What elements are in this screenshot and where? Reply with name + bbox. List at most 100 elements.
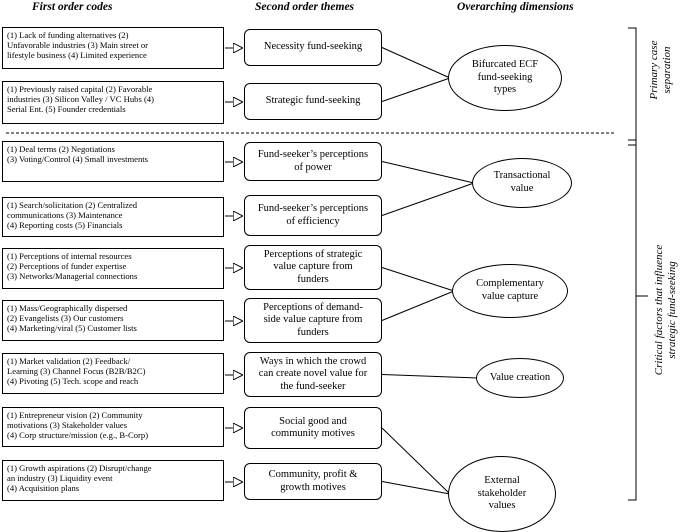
code-line: lifestyle business (4) Limited experienc…: [7, 50, 147, 61]
code-line: (4) Pivoting (5) Tech. scope and reach: [7, 376, 139, 387]
dimension-line: types: [493, 84, 517, 96]
theme-to-dimension-link: [381, 161, 475, 184]
code-line: Serial Ent. (5) Founder credentials: [7, 104, 126, 115]
theme-line: Necessity fund-seeking: [263, 41, 363, 53]
code-line: (1) Entrepreneur vision (2) Community: [7, 410, 143, 420]
first-order-code-box: (1) Mass/Geographically dispersed(2) Eva…: [2, 300, 224, 341]
side-label-primary: Primary case separation: [648, 41, 674, 100]
code-line: (1) Lack of funding alternatives (2): [7, 30, 129, 40]
overarching-dimension-ellipse: Value creation: [476, 358, 564, 398]
code-line: (4) Marketing/viral (5) Customer lists: [7, 323, 137, 334]
code-line: (1) Search/solicitation (2) Centralized: [7, 200, 138, 210]
theme-line: side value capture from: [263, 314, 363, 326]
theme-line: Strategic fund-seeking: [265, 95, 361, 107]
side-label-critical: Critical factors that influence strategi…: [653, 245, 679, 375]
dimension-line: External: [484, 475, 520, 487]
second-order-theme-box: Community, profit &growth motives: [244, 463, 382, 500]
theme-to-dimension-link: [381, 267, 455, 292]
theme-line: the fund-seeker: [280, 380, 346, 392]
second-order-theme-box: Strategic fund-seeking: [244, 83, 382, 120]
code-line: motivations (3) Stakeholder values: [7, 420, 128, 431]
second-order-theme-box: Perceptions of demand-side value capture…: [244, 298, 382, 343]
dimension-line: value capture: [481, 291, 539, 302]
connector-layer: [6, 27, 648, 501]
code-line: (1) Growth aspirations (2) Disrupt/chang…: [7, 463, 152, 473]
code-line: communications (3) Maintenance: [7, 210, 123, 221]
theme-line: funders: [297, 326, 329, 338]
side-label-primary-line: separation: [661, 46, 673, 94]
code-line: (1) Perceptions of internal resources: [7, 251, 132, 261]
dimension-line: Bifurcated ECF: [471, 59, 539, 71]
side-label-critical-line: Critical factors that influence: [652, 244, 665, 376]
theme-line: of efficiency: [286, 215, 340, 227]
primary-bracket: [628, 27, 637, 146]
theme-line: Social good and: [279, 415, 347, 427]
header-overarching-dimensions: Overarching dimensions: [457, 1, 574, 13]
second-order-theme-box: Necessity fund-seeking: [244, 29, 382, 66]
critical-bracket: [628, 139, 637, 501]
theme-to-dimension-link: [381, 77, 451, 102]
code-line: Unfavorable industries (3) Main street o…: [7, 40, 149, 51]
code-line: (1) Mass/Geographically dispersed: [7, 303, 128, 313]
code-line: (4) Reporting costs (5) Financials: [7, 220, 123, 231]
theme-line: can create novel value for: [258, 368, 368, 380]
code-line: (2) Evangelists (3) Our customers: [7, 313, 124, 324]
dimension-line: Transactional: [493, 170, 551, 182]
side-label-primary-line: Primary case: [647, 40, 660, 100]
dimension-line: Value creation: [489, 371, 551, 383]
first-order-code-box: (1) Growth aspirations (2) Disrupt/chang…: [2, 460, 224, 501]
theme-line: Fund-seeker’s perceptions: [257, 203, 369, 215]
theme-line: of power: [294, 161, 332, 173]
header-second-order-themes: Second order themes: [255, 1, 355, 13]
code-line: (3) Voting/Control (4) Small investments: [7, 154, 148, 165]
code-line: (4) Acquisition plans: [7, 483, 80, 494]
first-order-code-box: (1) Market validation (2) Feedback/Learn…: [2, 353, 224, 394]
dimension-line: stakeholder: [477, 487, 527, 499]
code-line: (1) Previously raised capital (2) Favora…: [7, 84, 153, 94]
theme-to-dimension-link: [381, 182, 475, 216]
first-order-code-box: (1) Deal terms (2) Negotiations(3) Votin…: [2, 141, 224, 182]
dimension-line: fund-seeking: [477, 71, 533, 83]
theme-line: Perceptions of strategic: [263, 249, 363, 261]
code-line: (1) Market validation (2) Feedback/: [7, 356, 131, 366]
theme-line: Fund-seeker’s perceptions: [257, 149, 369, 161]
theme-line: Perceptions of demand-: [263, 302, 363, 314]
side-label-critical-line: strategic fund-seeking: [666, 261, 678, 359]
theme-to-dimension-link: [381, 481, 451, 495]
theme-line: funders: [297, 273, 329, 285]
theme-to-dimension-link: [381, 47, 451, 79]
first-order-code-box: (1) Lack of funding alternatives (2)Unfa…: [2, 27, 224, 69]
header-first-order-codes: First order codes: [32, 1, 113, 13]
dimension-line: value: [510, 183, 534, 194]
code-line: (2) Perceptions of funder expertise: [7, 261, 127, 272]
theme-line: community motives: [271, 428, 355, 439]
code-line: Learning (3) Channel Focus (B2B/B2C): [7, 366, 146, 377]
code-line: (3) Networks/Managerial connections: [7, 271, 138, 282]
code-line: (4) Corp structure/mission (e.g., B-Corp…: [7, 430, 149, 441]
theme-line: value capture from: [273, 261, 353, 273]
dimension-line: Complementary: [476, 278, 544, 290]
theme-to-dimension-link: [381, 427, 451, 495]
theme-line: Community, profit &: [268, 469, 358, 481]
first-order-code-box: (1) Previously raised capital (2) Favora…: [2, 81, 224, 124]
code-line: an industry (3) Liquidity event: [7, 473, 113, 484]
code-line: industries (3) Silicon Valley / VC Hubs …: [7, 94, 154, 105]
theme-to-dimension-link: [381, 374, 479, 379]
theme-to-dimension-link: [381, 290, 455, 321]
code-line: (1) Deal terms (2) Negotiations: [7, 144, 115, 154]
first-order-code-box: (1) Perceptions of internal resources(2)…: [2, 248, 224, 289]
dimension-line: values: [488, 500, 516, 512]
theme-line: Ways in which the crowd: [259, 356, 367, 368]
theme-line: growth motives: [280, 481, 346, 493]
